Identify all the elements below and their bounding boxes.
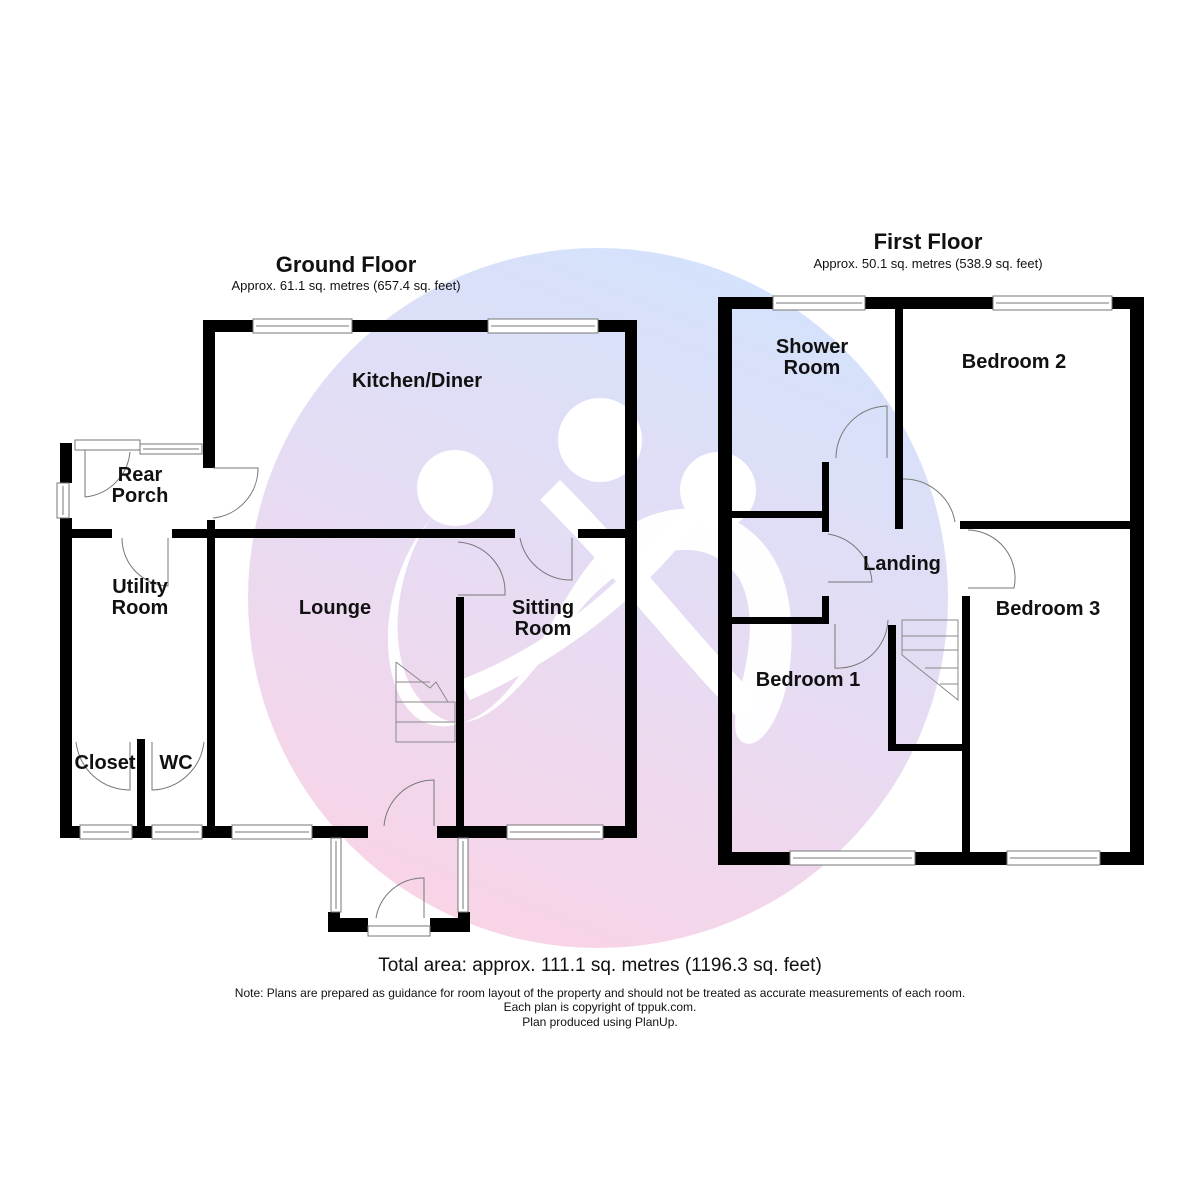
room-label-bedroom-3: Bedroom 3 bbox=[995, 598, 1101, 620]
room-label-wc: WC bbox=[159, 752, 193, 774]
first-floor-walls bbox=[718, 297, 1144, 865]
planup-credit: Plan produced using PlanUp. bbox=[522, 1015, 678, 1029]
first-floor-title: First Floor bbox=[873, 229, 983, 254]
room-label-rear-porch: Rear Porch bbox=[111, 464, 169, 507]
room-label-kitchen-diner: Kitchen/Diner bbox=[351, 370, 483, 392]
windows bbox=[56, 295, 1113, 937]
room-label-shower-room: Shower Room bbox=[775, 336, 849, 379]
room-label-sitting-room: Sitting Room bbox=[511, 597, 575, 640]
disclaimer-note: Note: Plans are prepared as guidance for… bbox=[234, 986, 966, 1000]
ground-floor-area: Approx. 61.1 sq. metres (657.4 sq. feet) bbox=[231, 278, 461, 293]
stairs-icon bbox=[395, 619, 959, 743]
total-area: Total area: approx. 111.1 sq. metres (11… bbox=[378, 955, 822, 976]
ground-floor-walls bbox=[60, 320, 637, 932]
room-label-landing: Landing bbox=[863, 553, 941, 575]
ground-floor-title: Ground Floor bbox=[275, 252, 417, 277]
copyright-note: Each plan is copyright of tppuk.com. bbox=[503, 1000, 697, 1014]
door-swings bbox=[75, 405, 1016, 919]
room-label-closet: Closet bbox=[74, 752, 136, 774]
room-label-bedroom-1: Bedroom 1 bbox=[755, 669, 861, 691]
room-label-utility-room: Utility Room bbox=[111, 576, 169, 619]
first-floor-area: Approx. 50.1 sq. metres (538.9 sq. feet) bbox=[813, 256, 1043, 271]
room-label-lounge: Lounge bbox=[298, 597, 372, 619]
room-label-bedroom-2: Bedroom 2 bbox=[961, 351, 1067, 373]
